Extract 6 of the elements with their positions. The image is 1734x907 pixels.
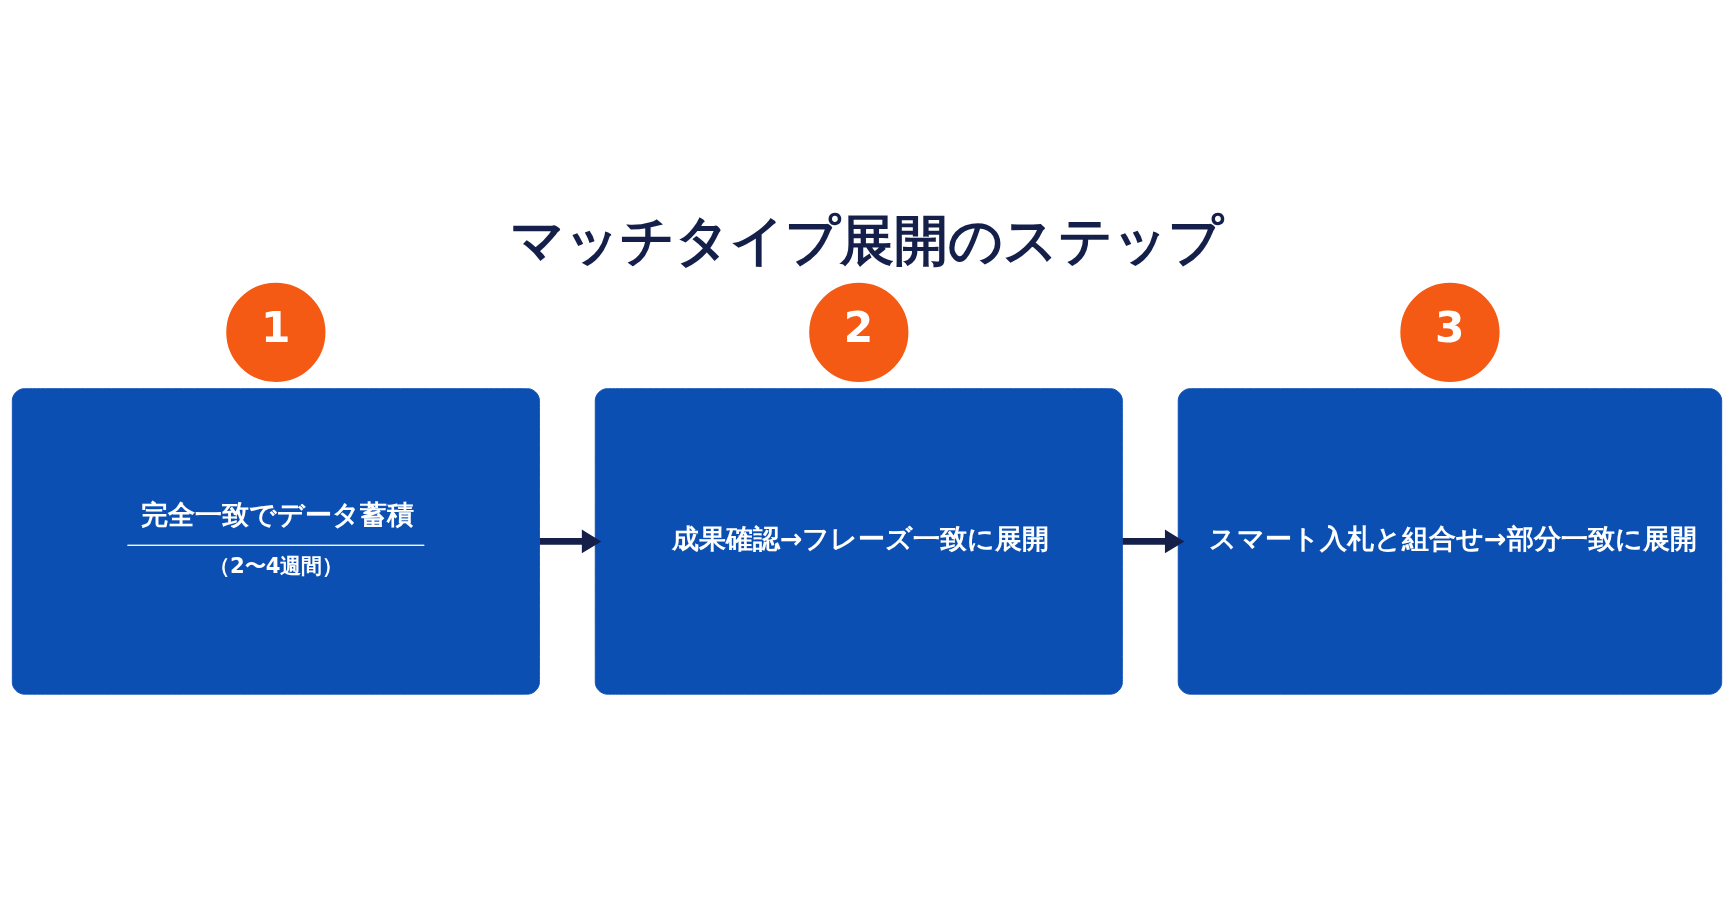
node-box: 成果確認→フレーズ一致に展開 <box>594 388 1123 695</box>
node-box: 完全一致でデータ蓄積 （2〜4週間） <box>11 388 540 695</box>
diagram-title: マッチタイプ展開のステップ <box>510 208 1224 272</box>
arrow <box>1122 529 1185 554</box>
node-box: スマート入札と組合せ→部分一致に展開 <box>1177 388 1723 695</box>
arrow <box>539 529 602 554</box>
